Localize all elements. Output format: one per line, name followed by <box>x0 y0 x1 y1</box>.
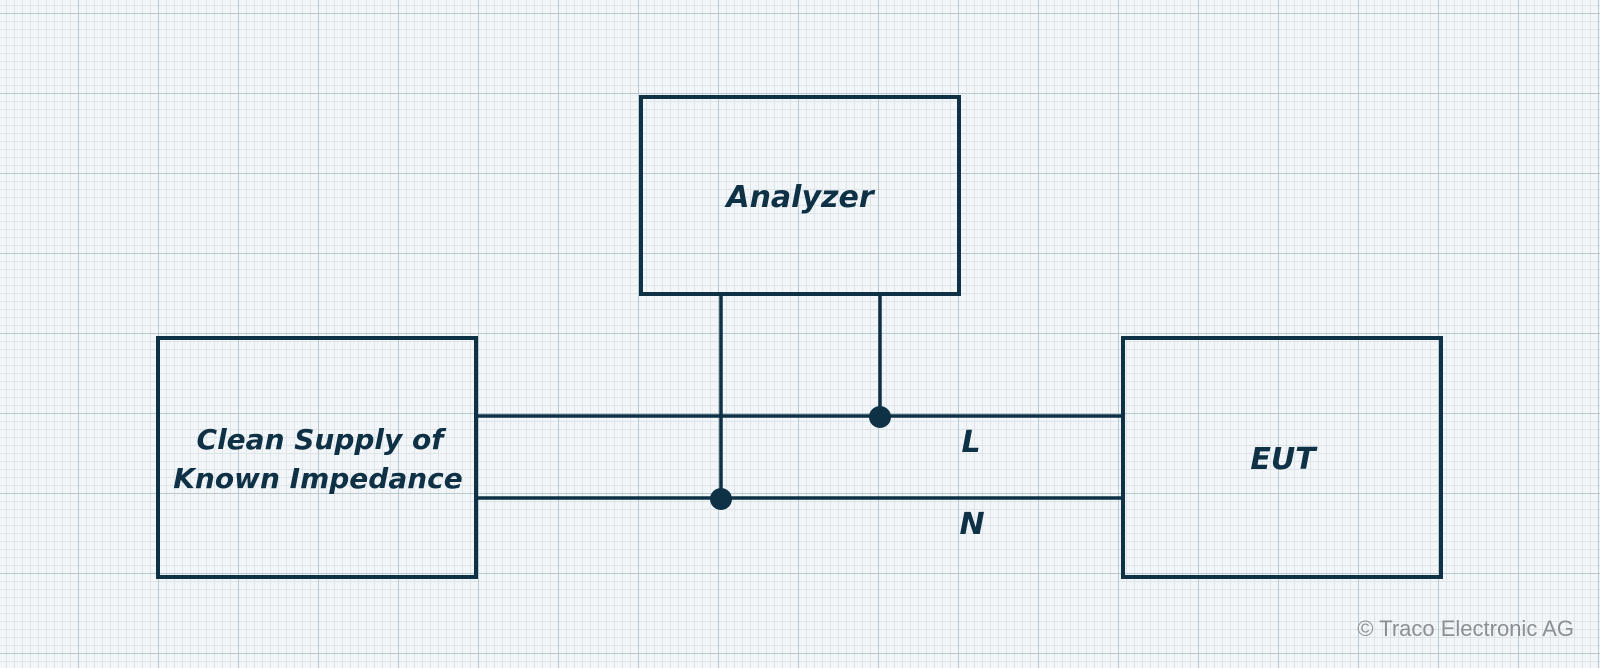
supply-box <box>156 336 478 579</box>
eut-box <box>1121 336 1443 579</box>
supply-label-line1: Clean Supply of <box>197 423 448 456</box>
eut-label: EUT <box>1250 442 1318 477</box>
analyzer-box <box>639 95 961 296</box>
junction-l-node <box>869 406 891 428</box>
analyzer-label: Analyzer <box>724 180 875 215</box>
junction-n-node <box>710 488 732 510</box>
line-n-label: N <box>959 507 984 542</box>
copyright-text: © Traco Electronic AG <box>1357 616 1574 641</box>
supply-label-line2: Known Impedance <box>173 462 463 495</box>
line-l-label: L <box>961 425 980 460</box>
